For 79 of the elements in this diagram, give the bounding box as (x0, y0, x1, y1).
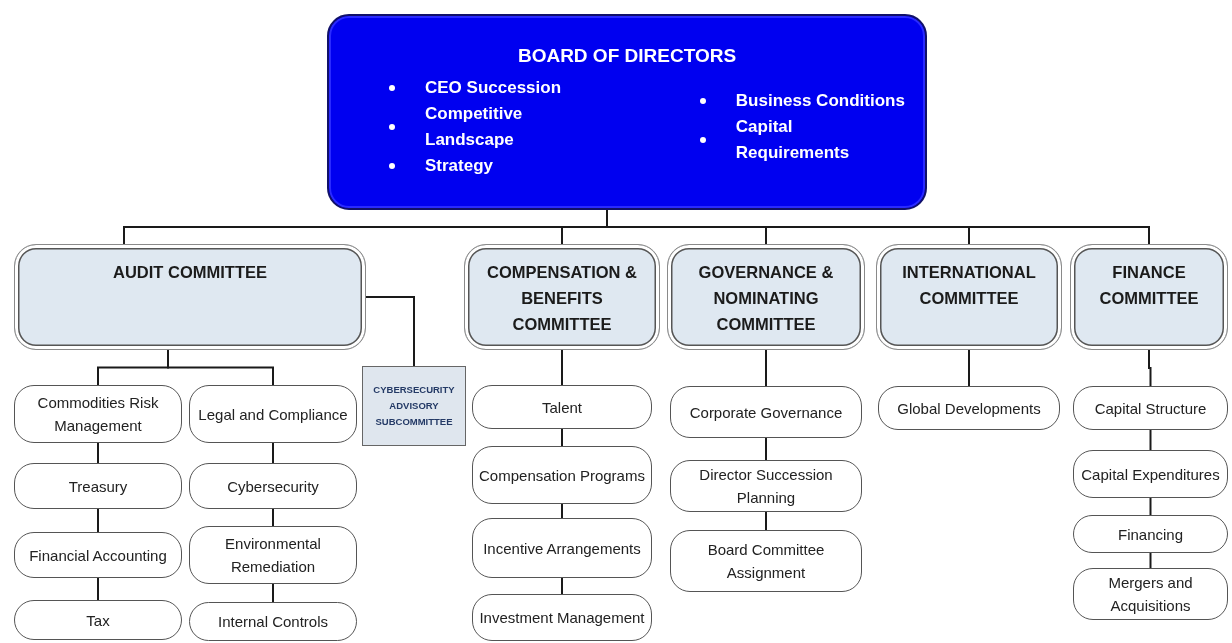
committee-box (667, 244, 865, 350)
connector-line (1149, 552, 1152, 569)
topic-label: Treasury (68, 476, 128, 497)
subcommittee-box (362, 366, 466, 446)
connector-line (97, 577, 99, 601)
topic-label: Financial Accounting (29, 545, 167, 566)
connector-line (561, 577, 563, 595)
topic-box (189, 463, 357, 509)
committee-title: GOVERNANCE & NOMINATING COMMITTEE (697, 262, 835, 335)
connector-line (272, 442, 274, 464)
connector-line (765, 437, 767, 461)
topic-label: Corporate Governance (689, 402, 843, 423)
topic-label: Capital Structure (1094, 398, 1207, 419)
connector-line (97, 442, 99, 464)
topic-box (472, 385, 652, 429)
committee-box (14, 244, 366, 350)
connector-line (561, 349, 563, 386)
topic-box (670, 460, 862, 512)
topic-label: Environmental Remediation (224, 534, 322, 577)
committee-box (1070, 244, 1228, 350)
committee-title: INTERNATIONAL COMMITTEE (901, 262, 1037, 309)
connector-line (765, 349, 767, 387)
topic-box (878, 386, 1060, 430)
committee-box (876, 244, 1062, 350)
connector-line (1149, 497, 1152, 516)
bullet-item: Business Conditions (735, 90, 905, 112)
topic-label: Compensation Programs (479, 465, 645, 486)
committee-title: COMPENSATION & BENEFITS COMMITTEE (486, 262, 638, 335)
board-box (327, 14, 927, 210)
topic-box (472, 446, 652, 504)
committee-box (464, 244, 660, 350)
topic-label: Internal Controls (217, 612, 329, 632)
topic-box (670, 530, 862, 592)
bullet-item: Capital Requirements (735, 116, 851, 164)
topic-box (189, 526, 357, 584)
topic-label: Incentive Arrangements (483, 538, 641, 559)
topic-box (670, 386, 862, 438)
connector-line (167, 349, 274, 386)
bullet-item: CEO Succession (425, 77, 562, 99)
connector-line (97, 508, 99, 533)
topic-box (14, 532, 182, 578)
bullet-item: Strategy (425, 155, 494, 177)
connector-line (1148, 349, 1152, 387)
topic-label: Mergers and Acquisitions (1107, 573, 1194, 616)
connector-line (561, 428, 563, 447)
topic-box (1073, 515, 1228, 553)
committee-title: FINANCE COMMITTEE (1098, 262, 1200, 309)
topic-box (1073, 450, 1228, 498)
topic-label: Board Committee Assignment (706, 540, 826, 583)
topic-label: Tax (86, 610, 110, 631)
topic-box (1073, 386, 1228, 430)
topic-box (14, 463, 182, 509)
topic-box (189, 385, 357, 443)
topic-label: Global Developments (897, 398, 1041, 419)
topic-label: Capital Expenditures (1081, 464, 1220, 485)
connector-line (365, 296, 415, 367)
topic-label: Director Succession Planning (698, 465, 834, 508)
bullet-item: Competitive Landscape (425, 103, 524, 151)
connector-line (272, 508, 274, 527)
topic-label: Financing (1117, 524, 1183, 545)
connector-line (561, 503, 563, 519)
committee-title: AUDIT COMMITTEE (113, 262, 267, 283)
connector-line (765, 511, 767, 531)
topic-label: Cybersecurity (227, 476, 319, 497)
connector-line (968, 349, 970, 387)
topic-box (14, 385, 182, 443)
board-title: BOARD OF DIRECTORS (517, 45, 737, 67)
topic-label: Commodities Risk Management (36, 393, 160, 436)
topic-box (472, 594, 652, 641)
topic-label: Legal and Compliance (198, 404, 348, 425)
subcommittee-title: CYBERSECURITY ADVISORY SUBCOMMITTEE (372, 383, 456, 429)
topic-label: Talent (542, 397, 582, 418)
connector-line (1149, 429, 1152, 451)
topic-box (14, 600, 182, 640)
topic-box (189, 602, 357, 641)
topic-label: Investment Management (479, 608, 645, 628)
topic-box (1073, 568, 1228, 620)
connector-line (272, 583, 274, 603)
topic-box (472, 518, 652, 578)
